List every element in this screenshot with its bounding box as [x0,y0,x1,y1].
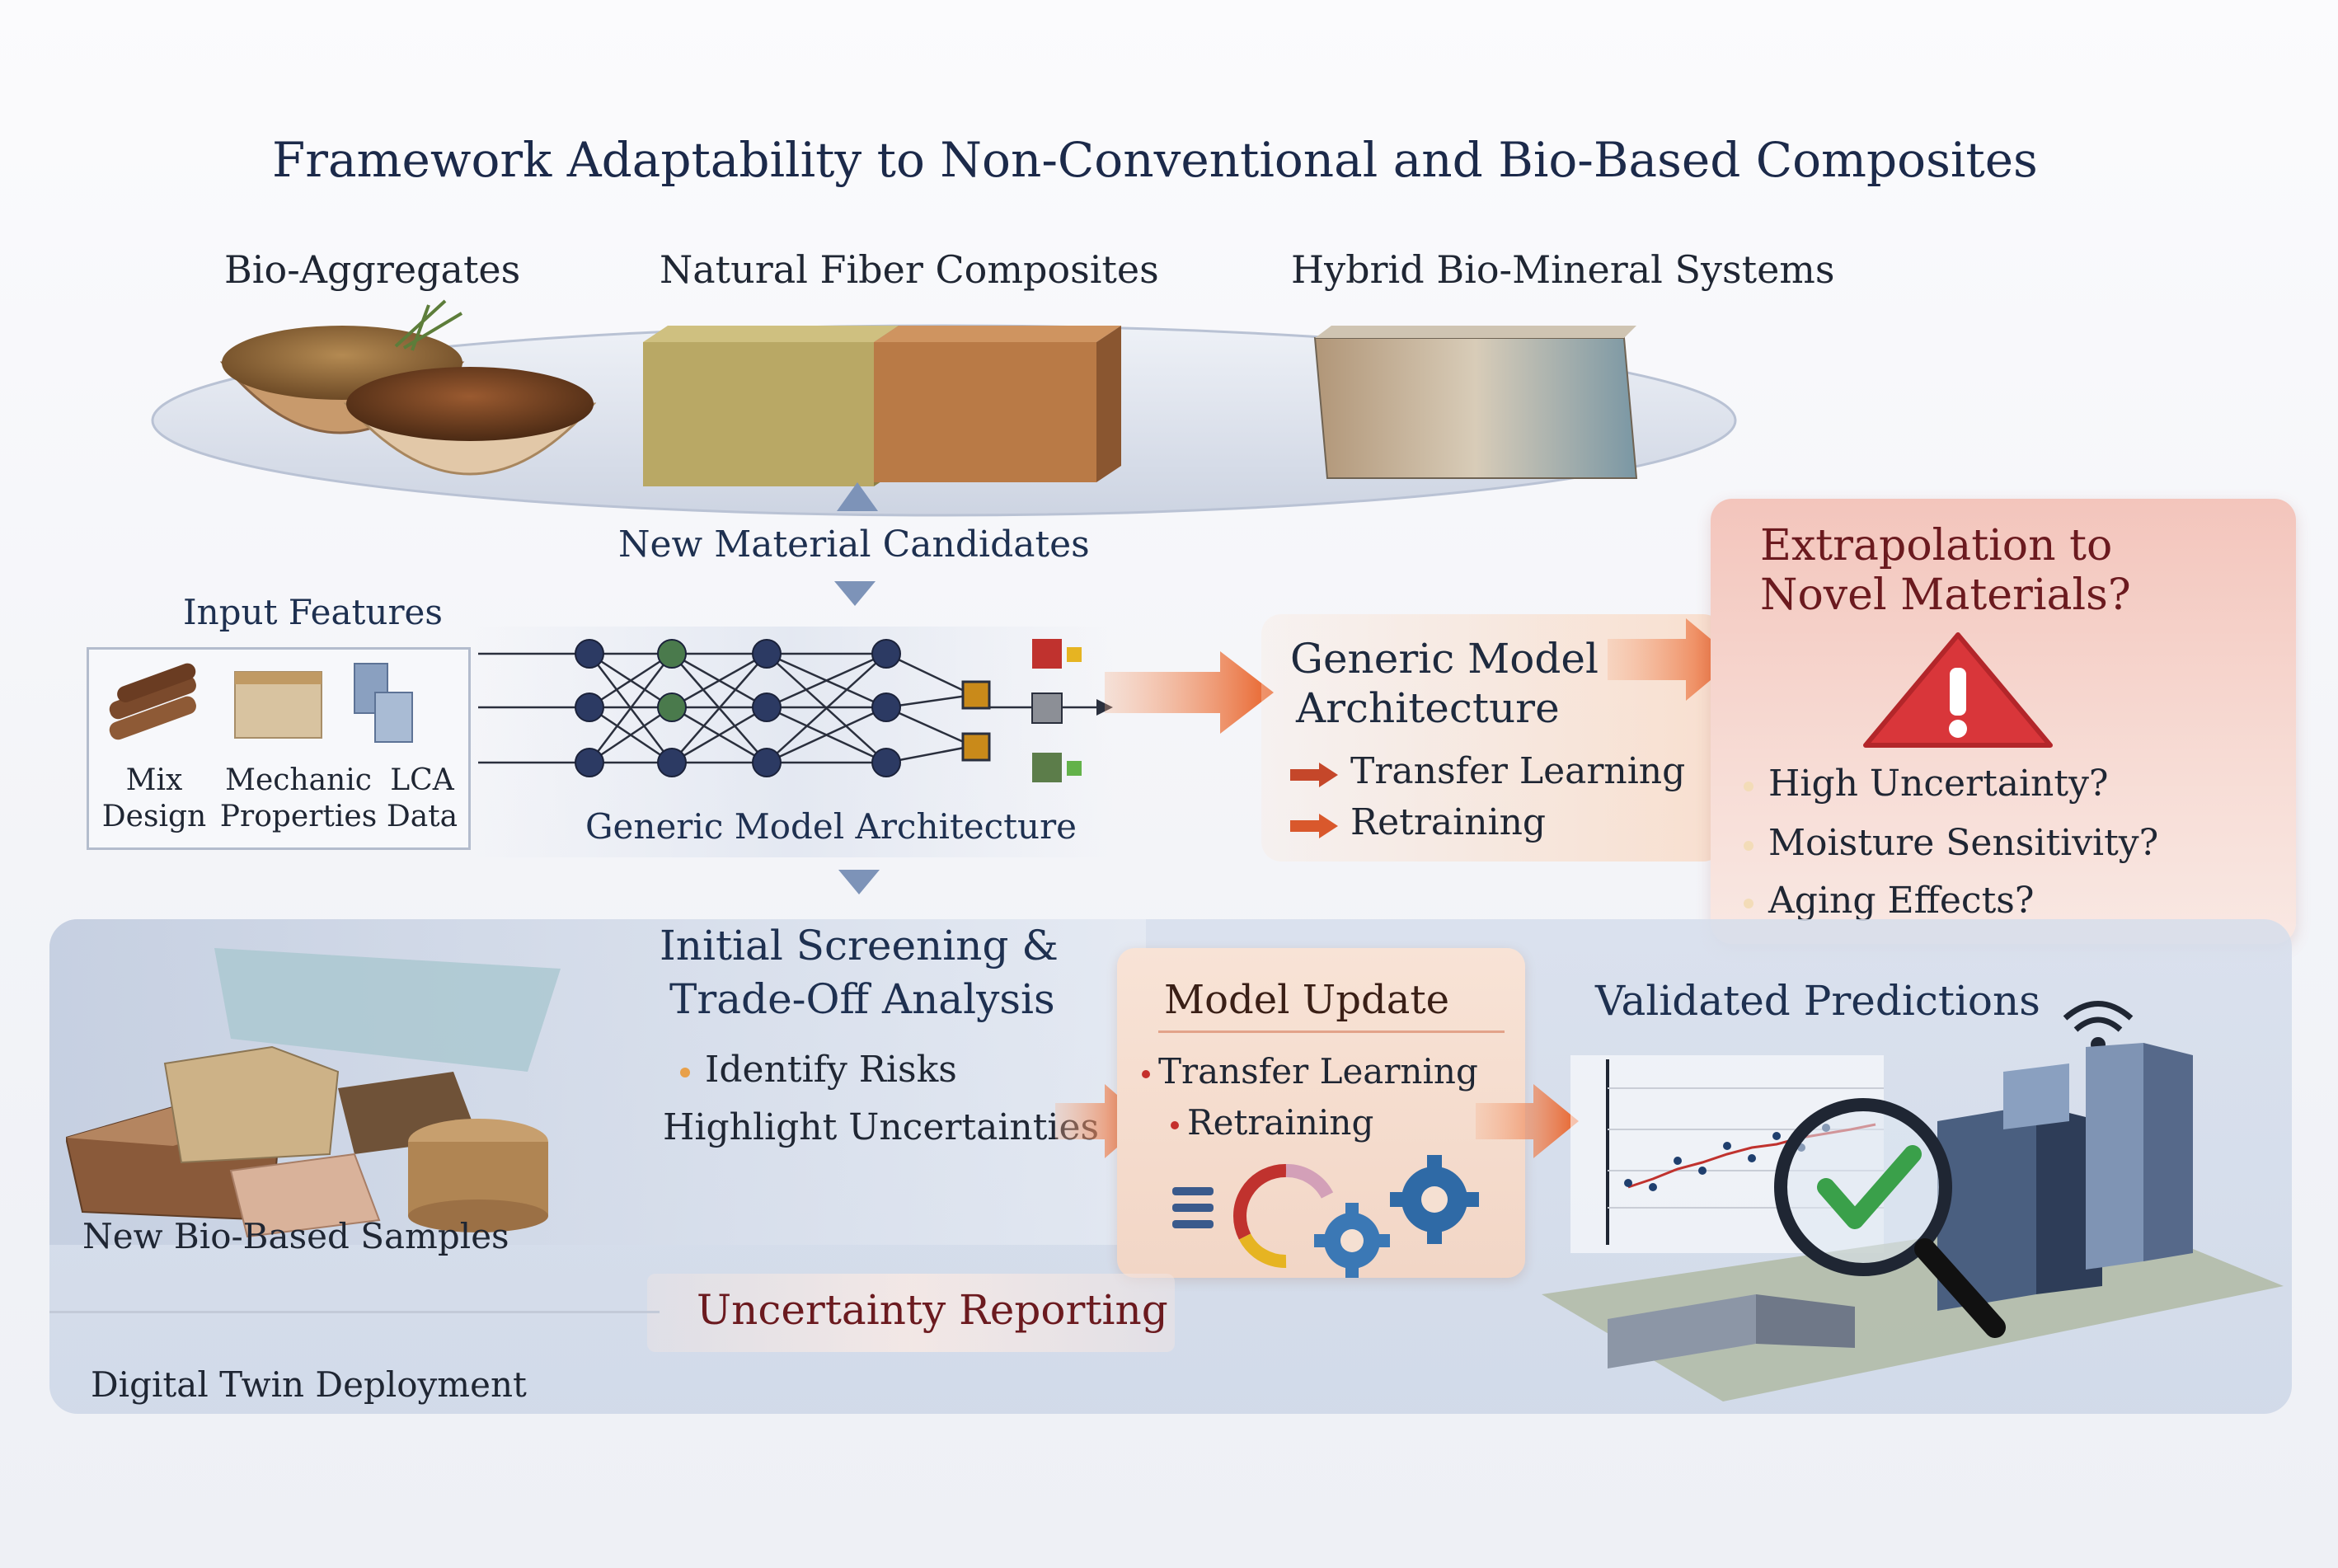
up-arrow-icon [837,482,878,511]
network-connections [478,652,1096,764]
validated-predictions-heading: Validated Predictions [1595,977,2040,1025]
input-features-heading: Input Features [183,592,443,632]
gears-icon [1172,1155,1479,1278]
bio-based-samples-image [66,948,561,1238]
arrow-to-validated [1476,1084,1579,1158]
check-icon [1817,1145,1922,1229]
bullet-icon [1171,1121,1179,1129]
network-layer-3 [752,639,782,777]
category-natural-fiber: Natural Fiber Composites [660,247,1159,292]
digital-twin-deployment-label: Digital Twin Deployment [91,1364,527,1405]
page-title: Framework Adaptability to Non-Convention… [272,132,2038,188]
arrow-to-generic-model [1105,651,1274,734]
model-update-item-0: Transfer Learning [1142,1051,1478,1091]
screening-item-1: Highlight Uncertainties [663,1106,1099,1148]
input-feature-mix-design: Mix Design [101,763,208,835]
input-feature-mix-design-line2: Design [101,800,207,833]
extrapolation-item-2: Aging Effects? [1744,880,2034,922]
model-update-divider [1158,1030,1505,1033]
screening-heading-line2: Trade-Off Analysis [669,975,1055,1023]
generic-model-item-retraining: Retraining [1350,801,1547,843]
natural-fiber-blocks-image [643,326,1121,486]
bullet-icon [1744,840,1754,851]
model-update-item-1-text: Retraining [1187,1102,1374,1143]
model-update-item-1: Retraining [1171,1102,1373,1143]
screening-item-0: Identify Risks [680,1049,957,1091]
down-arrow-icon [834,581,876,606]
digital-twin-city-image [1542,1043,2284,1401]
extrapolation-heading-line1: Extrapolation to [1760,521,2113,570]
uncertainty-reporting-banner [647,1274,1175,1352]
wood-logs-icon [109,663,196,740]
generic-model-heading-line1: Generic Model [1290,635,1599,683]
input-feature-lca-data-line2: Data [386,800,458,833]
deployment-divider [49,1311,660,1313]
network-layer-2 [657,639,687,777]
stacked-lines-icon [1172,1187,1214,1228]
down-arrow-icon-2 [838,870,880,894]
extrapolation-item-1: Moisture Sensitivity? [1744,822,2158,864]
bullet-icon [680,1067,690,1077]
model-update-item-0-text: Transfer Learning [1158,1051,1478,1091]
arrow-to-extrapolation [1608,618,1735,701]
network-layer-4 [871,639,901,777]
screening-item-0-text: Identify Risks [705,1049,957,1091]
new-material-candidates-label: New Material Candidates [618,523,1090,566]
bullet-icon [1744,781,1754,791]
composite-block-icon [234,671,322,739]
input-feature-lca-data: LCA Data [381,763,463,835]
extrapolation-heading-line2: Novel Materials? [1760,570,2131,620]
generic-model-heading-line2: Architecture [1296,684,1560,732]
extrapolation-item-1-text: Moisture Sensitivity? [1768,822,2159,864]
network-caption: Generic Model Architecture [585,806,1077,847]
extrapolation-item-0-text: High Uncertainty? [1768,763,2109,805]
model-update-heading: Model Update [1164,977,1450,1023]
magnifier-icon [1774,1098,1952,1276]
bio-aggregate-bowls-image [219,299,597,476]
category-hybrid-bio-mineral: Hybrid Bio-Mineral Systems [1291,247,1835,292]
input-feature-icons [109,663,413,743]
input-feature-mechanic-properties-line1: Mechanic [225,763,372,797]
bullet-icon [1744,898,1754,908]
hybrid-bio-mineral-block-image [1313,326,1638,479]
screening-heading-line1: Initial Screening & [660,922,1059,969]
extrapolation-item-2-text: Aging Effects? [1768,880,2035,922]
uncertainty-reporting-label: Uncertainty Reporting [697,1286,1168,1334]
input-feature-mix-design-line1: Mix [125,763,183,797]
bullet-icon [1142,1070,1150,1078]
input-feature-lca-data-line1: LCA [390,763,454,797]
screening-item-1-text: Highlight Uncertainties [663,1106,1100,1148]
category-bio-aggregates: Bio-Aggregates [224,247,521,292]
gear-icon-large [1390,1155,1479,1244]
generic-model-item-transfer: Transfer Learning [1350,750,1686,792]
transfer-learning-arrow-icon [1290,763,1338,787]
network-layer-1 [575,639,604,777]
network-output-nodes [961,639,1082,782]
warning-icon [1863,632,2053,748]
new-bio-based-samples-label: New Bio-Based Samples [82,1216,509,1256]
neural-network-diagram [478,639,1113,782]
lca-data-icon [354,663,413,743]
input-feature-mechanic-properties-line2: Properties [219,800,378,833]
gear-icon-small [1314,1203,1390,1278]
retraining-arrow-icon [1290,814,1338,838]
extrapolation-item-0: High Uncertainty? [1744,763,2109,805]
input-feature-mechanic-properties: Mechanic Properties [216,763,381,835]
